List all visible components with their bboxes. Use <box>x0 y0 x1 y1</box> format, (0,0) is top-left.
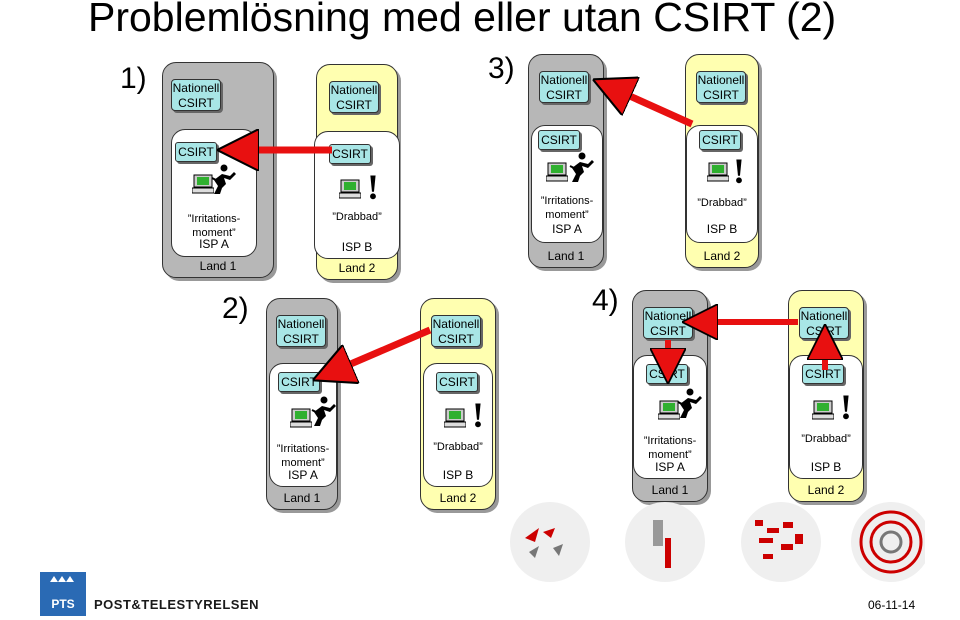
national-csirt-box: Nationell CSIRT <box>643 307 693 339</box>
arrow-3 <box>612 88 694 128</box>
land-1-box: Nationell CSIRT CSIRT ”Irritations- mome… <box>528 54 604 268</box>
scenario-number: 1) <box>120 62 147 95</box>
computer-icon <box>658 400 680 420</box>
exclamation-icon: ! <box>367 167 379 207</box>
computer-icon <box>812 400 834 420</box>
isp-b-box: CSIRT ! ”Drabbad” ISP B <box>686 125 758 243</box>
computer-icon <box>192 174 214 194</box>
scenario-number: 3) <box>488 52 515 85</box>
date-label: 06-11-14 <box>868 598 916 612</box>
national-csirt-box: Nationell CSIRT <box>431 315 481 347</box>
isp-label: ISP A <box>655 460 685 474</box>
exclamation-icon: ! <box>733 151 745 191</box>
org-name: POST&TELESTYRELSEN <box>94 597 260 612</box>
land-label: Land 1 <box>199 259 237 273</box>
isp-a-box: CSIRT ”Irritations- moment” ISP A <box>171 129 257 257</box>
isp-description: ”Drabbad” <box>801 433 851 445</box>
scenario-number: 2) <box>222 292 249 325</box>
hacker-icon <box>569 152 594 182</box>
csirt-box: CSIRT <box>646 364 688 384</box>
isp-label: ISP B <box>442 468 474 482</box>
national-csirt-box: Nationell CSIRT <box>696 71 746 103</box>
isp-label: ISP A <box>199 237 229 251</box>
land-label: Land 1 <box>547 249 585 263</box>
land-1-box: Nationell CSIRT CSIRT ”Irritations- mome… <box>162 62 274 278</box>
csirt-box: CSIRT <box>329 144 371 164</box>
isp-a-box: CSIRT ”Irritations- moment” ISP A <box>269 363 337 487</box>
land-1-box: Nationell CSIRT CSIRT ”Irritations- mome… <box>266 298 338 510</box>
land-2-box: Nationell CSIRT CSIRT ! ”Drabbad” ISP B … <box>420 298 496 510</box>
scenario-number: 4) <box>592 284 619 317</box>
national-csirt-box: Nationell CSIRT <box>799 307 849 339</box>
land-2-box: Nationell CSIRT CSIRT ! ”Drabbad” ISP B … <box>788 290 864 502</box>
computer-icon <box>707 162 729 182</box>
pts-logo-icon: PTS <box>40 572 86 616</box>
isp-label: ISP B <box>341 240 373 254</box>
isp-description: ”Irritations- moment” <box>276 443 330 469</box>
csirt-box: CSIRT <box>538 130 580 150</box>
exclamation-icon: ! <box>840 387 852 427</box>
national-csirt-box: Nationell CSIRT <box>276 315 326 347</box>
arrow-2 <box>332 326 432 372</box>
isp-description: ”Drabbad” <box>697 197 747 209</box>
land-label: Land 2 <box>807 483 845 497</box>
decorative-circles <box>510 502 925 582</box>
isp-label: ISP B <box>706 222 738 236</box>
logo-text: PTS <box>51 597 74 611</box>
isp-b-box: CSIRT ! ”Drabbad” ISP B <box>423 363 493 487</box>
isp-b-box: CSIRT ! ”Drabbad” ISP B <box>314 131 400 259</box>
isp-b-box: CSIRT ! ”Drabbad” ISP B <box>789 355 863 479</box>
csirt-box: CSIRT <box>175 142 217 162</box>
hacker-icon <box>211 164 236 194</box>
hacker-icon <box>677 388 702 418</box>
land-label: Land 2 <box>338 261 376 275</box>
national-csirt-box: Nationell CSIRT <box>171 79 221 111</box>
isp-a-box: CSIRT ”Irritations- moment” ISP A <box>531 125 603 243</box>
csirt-box: CSIRT <box>699 130 741 150</box>
isp-a-box: CSIRT ”Irritations- moment” ISP A <box>633 355 707 479</box>
land-label: Land 2 <box>703 249 741 263</box>
isp-description: ”Irritations- moment” <box>540 195 594 221</box>
isp-label: ISP A <box>288 468 318 482</box>
land-label: Land 1 <box>283 491 321 505</box>
hacker-icon <box>311 396 336 426</box>
land-2-box: Nationell CSIRT CSIRT ! ”Drabbad” ISP B … <box>314 64 400 280</box>
csirt-box: CSIRT <box>278 372 320 392</box>
isp-label: ISP B <box>810 460 842 474</box>
land-1-box: Nationell CSIRT CSIRT ”Irritations- mome… <box>632 290 708 502</box>
csirt-box: CSIRT <box>436 372 478 392</box>
isp-description: ”Drabbad” <box>332 211 382 223</box>
computer-icon <box>444 408 466 428</box>
computer-icon <box>290 408 312 428</box>
land-2-box: Nationell CSIRT CSIRT ! ”Drabbad” ISP B … <box>685 54 759 268</box>
exclamation-icon: ! <box>472 395 484 435</box>
isp-description: ”Drabbad” <box>433 441 483 453</box>
page-title: Problemlösning med eller utan CSIRT (2) <box>88 0 837 40</box>
computer-icon <box>339 179 361 199</box>
isp-description: ”Irritations- moment” <box>643 435 697 461</box>
computer-icon <box>546 162 568 182</box>
isp-description: ”Irritations- moment” <box>187 213 241 239</box>
national-csirt-box: Nationell CSIRT <box>329 81 379 113</box>
isp-label: ISP A <box>552 222 582 236</box>
land-label: Land 2 <box>439 491 477 505</box>
land-label: Land 1 <box>651 483 689 497</box>
national-csirt-box: Nationell CSIRT <box>539 71 589 103</box>
csirt-box: CSIRT <box>802 364 844 384</box>
